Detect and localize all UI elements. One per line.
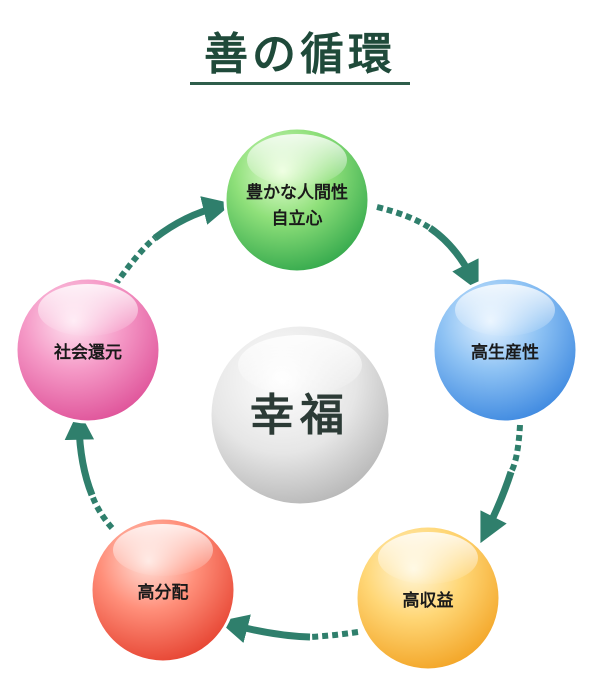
arrow-3 xyxy=(480,424,523,544)
node-humanity-label-2: 自立心 xyxy=(272,208,323,229)
node-profit-label: 高収益 xyxy=(403,590,454,611)
arrow-1 xyxy=(112,196,233,287)
node-social-return: 社会還元 xyxy=(14,276,162,424)
node-humanity: 豊かな人間性 自立心 xyxy=(223,126,371,274)
node-profit: 高収益 xyxy=(354,524,502,672)
arrow-5 xyxy=(64,410,115,530)
node-social-return-label: 社会還元 xyxy=(53,342,122,363)
node-humanity-label-1: 豊かな人間性 xyxy=(246,182,348,203)
arrow-4 xyxy=(218,614,359,643)
node-distribution-label: 高分配 xyxy=(138,582,189,603)
title-underline xyxy=(190,82,410,85)
center-happiness: 幸福 xyxy=(208,323,392,507)
center-label: 幸福 xyxy=(250,390,350,441)
node-productivity-label: 高生産性 xyxy=(471,342,539,363)
arrow-2 xyxy=(376,204,479,292)
node-productivity: 高生産性 xyxy=(431,276,579,424)
node-distribution: 高分配 xyxy=(89,516,237,664)
page-title: 善の循環 xyxy=(204,29,396,80)
